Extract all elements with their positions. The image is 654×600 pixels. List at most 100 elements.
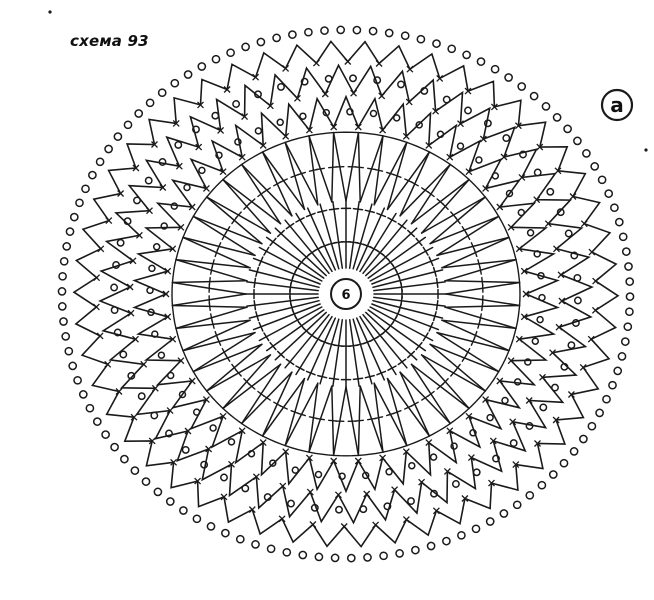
stitch-post (284, 219, 330, 275)
single-crochet-mark (432, 507, 440, 515)
single-crochet-mark (217, 126, 225, 134)
single-crochet-mark (309, 521, 317, 528)
single-crochet-mark (534, 440, 541, 447)
stitch-post (295, 315, 333, 376)
stitch-post (362, 313, 408, 369)
stitch-crossbar (255, 311, 260, 322)
single-crochet-mark (402, 132, 410, 140)
single-crochet-mark (105, 217, 113, 225)
chain-loop (145, 98, 155, 108)
chain-loop (170, 202, 179, 210)
single-crochet-mark (306, 488, 314, 496)
chain-loop (383, 502, 392, 511)
chain-loop (590, 162, 600, 171)
single-crochet-mark (509, 418, 517, 426)
single-crochet-mark (536, 143, 544, 151)
chain-loop (134, 109, 144, 118)
single-crochet-mark (146, 207, 153, 215)
single-crochet-mark (340, 523, 348, 530)
stitch-crossbar (421, 395, 430, 401)
chain-loop (153, 487, 163, 497)
v-stitch (410, 363, 470, 425)
chain-loop (505, 189, 514, 198)
chain-loop (564, 229, 573, 238)
single-crochet-mark (252, 73, 260, 81)
chain-loop (300, 77, 309, 86)
chain-loop (221, 528, 230, 538)
chain-loop (113, 132, 123, 141)
chain-loop (133, 196, 141, 205)
stitch-crossbar (262, 187, 271, 194)
stitch-crossbar (297, 171, 306, 176)
chain-loop (157, 351, 166, 359)
single-crochet-mark (312, 59, 320, 67)
stitch-post (348, 201, 360, 269)
single-crochet-mark (557, 271, 565, 279)
stitch-post (355, 317, 386, 381)
single-crochet-mark (282, 448, 290, 456)
single-crochet-mark (552, 416, 560, 424)
stitch-crossbar (454, 216, 461, 225)
chain-loop (234, 138, 242, 146)
stitch-post (274, 311, 327, 361)
chain-loop (604, 189, 614, 198)
single-crochet-mark (228, 460, 235, 468)
single-crochet-mark (350, 89, 358, 97)
stitch-post (248, 299, 320, 319)
single-crochet-mark (518, 173, 526, 181)
stitch-crossbar (435, 277, 439, 289)
stitch-crossbar (253, 299, 257, 311)
single-crochet-mark (522, 290, 530, 298)
stitch-post (372, 269, 444, 289)
single-crochet-mark (194, 477, 202, 485)
stitch-crossbar (243, 378, 251, 386)
single-crochet-mark (177, 223, 185, 231)
single-crochet-mark (363, 490, 371, 498)
v-stitch (429, 343, 500, 392)
chain-loop (287, 499, 295, 508)
chain-loop (384, 28, 394, 38)
stitch-post (274, 227, 327, 277)
chain-loop (130, 466, 140, 475)
chain-loop (174, 140, 183, 149)
chain-loop (206, 522, 216, 531)
single-crochet-mark (446, 427, 454, 435)
single-crochet-mark (378, 92, 386, 100)
chain-loop (625, 307, 634, 317)
chain-loop (320, 26, 329, 35)
chain-loop (338, 472, 346, 480)
stitch-post (367, 236, 427, 279)
stitch-post (252, 257, 321, 285)
part-label: а (610, 93, 624, 117)
chain-loop (582, 149, 591, 158)
stitch-crossbar (479, 265, 482, 275)
single-crochet-mark (514, 122, 522, 130)
single-crochet-mark (282, 132, 290, 140)
stitch-crossbar (364, 374, 375, 379)
chain-loop (209, 424, 217, 432)
stitch-crossbar (317, 209, 328, 214)
single-crochet-mark (436, 74, 444, 82)
v-stitch (222, 163, 282, 225)
chain-loop (314, 470, 323, 479)
chain-loop (299, 112, 307, 120)
single-crochet-mark (266, 102, 274, 110)
chain-loop (464, 106, 472, 115)
chain-loop (324, 74, 333, 83)
stitch-crossbar (387, 217, 397, 223)
chain-loop (456, 142, 465, 150)
single-crochet-mark (496, 377, 504, 385)
stitch-crossbar (216, 242, 222, 251)
single-crochet-mark (148, 437, 156, 445)
chain-loop (450, 442, 458, 450)
chain-loop (502, 134, 511, 143)
stitch-post (365, 311, 418, 361)
stitch-crossbar (473, 248, 478, 258)
chain-loop (551, 383, 559, 392)
chain-loop (62, 242, 72, 251)
single-crochet-mark (500, 153, 508, 161)
chain-loop (346, 108, 354, 116)
chain-loop (123, 217, 132, 226)
stitch-post (348, 319, 360, 387)
